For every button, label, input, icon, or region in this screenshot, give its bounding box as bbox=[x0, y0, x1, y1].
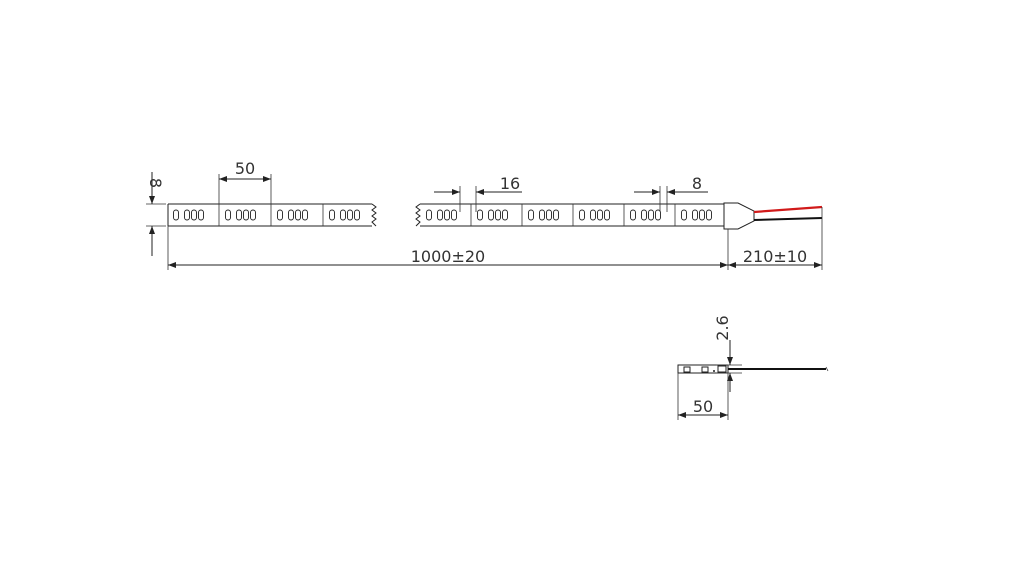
leds-left-led-7 bbox=[243, 209, 249, 221]
dim-side-segment: 50 bbox=[677, 373, 729, 420]
leds-left-led-3 bbox=[191, 209, 197, 221]
leds-right-led-1 bbox=[426, 209, 432, 221]
dim-thickness: 2.6 bbox=[713, 315, 742, 392]
dim-width: 8 bbox=[146, 172, 166, 256]
dim-gap: 8 bbox=[634, 174, 708, 212]
dim-pitch-label: 16 bbox=[500, 174, 520, 193]
leds-left-led-9 bbox=[277, 209, 283, 221]
leds-left-led-14 bbox=[340, 209, 346, 221]
side-led-3 bbox=[717, 365, 727, 373]
lead-wires bbox=[753, 205, 823, 221]
led-group-right bbox=[426, 209, 712, 221]
strip-right-piece bbox=[415, 203, 724, 227]
break-line-left bbox=[371, 203, 377, 227]
dim-gap-label: 8 bbox=[692, 174, 702, 193]
leds-right-led-8 bbox=[502, 209, 508, 221]
red-wire bbox=[753, 205, 823, 214]
leds-right-led-4 bbox=[451, 209, 457, 221]
end-cap bbox=[723, 202, 755, 230]
leds-left-led-5 bbox=[225, 209, 231, 221]
leds-left-led-10 bbox=[288, 209, 294, 221]
leds-right-led-20 bbox=[655, 209, 661, 221]
leds-left-led-1 bbox=[173, 209, 179, 221]
leds-left-led-4 bbox=[198, 209, 204, 221]
dim-segment: 50 bbox=[218, 159, 272, 204]
leds-right-led-18 bbox=[641, 209, 647, 221]
leds-right-led-15 bbox=[597, 209, 603, 221]
dim-lead-length-label: 210±10 bbox=[743, 247, 807, 266]
leds-right-led-10 bbox=[539, 209, 545, 221]
leds-right-led-6 bbox=[488, 209, 494, 221]
side-led-1 bbox=[683, 366, 691, 373]
dim-lead-length: 210±10 bbox=[728, 207, 823, 270]
black-wire bbox=[753, 217, 823, 221]
leds-right-led-24 bbox=[706, 209, 712, 221]
leds-right-led-9 bbox=[528, 209, 534, 221]
dim-pitch: 16 bbox=[434, 174, 522, 212]
leds-left-led-6 bbox=[236, 209, 242, 221]
leds-right-led-23 bbox=[699, 209, 705, 221]
led-group-left bbox=[173, 209, 360, 221]
side-dot bbox=[713, 370, 715, 372]
leds-right-led-11 bbox=[546, 209, 552, 221]
dim-thickness-label: 2.6 bbox=[713, 315, 732, 340]
side-view: 2.6 50 bbox=[677, 315, 829, 420]
leds-left-led-11 bbox=[295, 209, 301, 221]
leds-right-led-14 bbox=[590, 209, 596, 221]
break-line-right bbox=[415, 203, 421, 227]
strip-left-piece bbox=[167, 203, 377, 227]
leds-left-led-8 bbox=[250, 209, 256, 221]
leds-right-led-2 bbox=[437, 209, 443, 221]
leds-right-led-13 bbox=[579, 209, 585, 221]
side-led-2 bbox=[701, 366, 709, 373]
dim-total-length-label: 1000±20 bbox=[411, 247, 485, 266]
leds-right-led-3 bbox=[444, 209, 450, 221]
leds-right-led-21 bbox=[681, 209, 687, 221]
dim-segment-label: 50 bbox=[235, 159, 255, 178]
leds-right-led-17 bbox=[630, 209, 636, 221]
leds-left-led-15 bbox=[347, 209, 353, 221]
leds-left-led-12 bbox=[302, 209, 308, 221]
leds-right-led-5 bbox=[477, 209, 483, 221]
leds-right-led-12 bbox=[553, 209, 559, 221]
leds-left-led-13 bbox=[329, 209, 335, 221]
leds-left-led-2 bbox=[184, 209, 190, 221]
dim-total-length: 1000±20 bbox=[167, 226, 729, 270]
dim-width-label: 8 bbox=[146, 178, 165, 188]
leds-right-led-16 bbox=[604, 209, 610, 221]
leds-right-led-22 bbox=[692, 209, 698, 221]
leds-right-led-7 bbox=[495, 209, 501, 221]
leds-left-led-16 bbox=[354, 209, 360, 221]
leds-right-led-19 bbox=[648, 209, 654, 221]
dim-side-segment-label: 50 bbox=[693, 397, 713, 416]
top-view: 8 50 16 8 bbox=[146, 159, 823, 270]
